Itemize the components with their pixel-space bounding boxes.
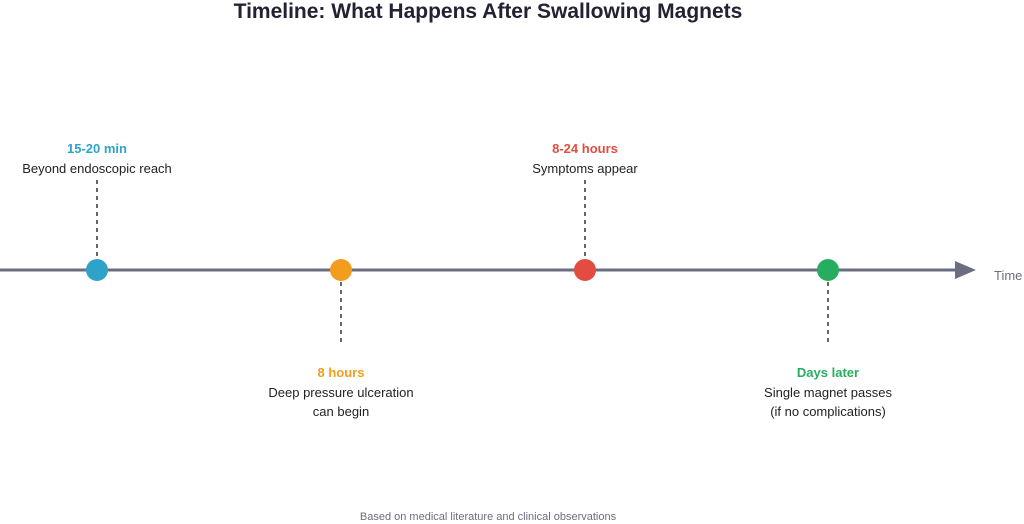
event-description: Symptoms appear	[532, 161, 638, 176]
event-time-label: Days later	[797, 365, 859, 380]
event-description: Single magnet passes	[764, 385, 892, 400]
event-description: can begin	[313, 404, 369, 419]
event-time-label: 8 hours	[318, 365, 365, 380]
event-description: (if no complications)	[770, 404, 886, 419]
event-marker	[574, 259, 596, 281]
event-marker	[330, 259, 352, 281]
event-time-label: 15-20 min	[67, 141, 127, 156]
event-marker	[817, 259, 839, 281]
diagram-title: Timeline: What Happens After Swallowing …	[234, 0, 743, 23]
axis-label: Time	[994, 268, 1022, 283]
event-marker	[86, 259, 108, 281]
timeline-arrowhead	[955, 261, 976, 279]
event-description: Beyond endoscopic reach	[22, 161, 172, 176]
event-description: Deep pressure ulceration	[268, 385, 413, 400]
footer-note: Based on medical literature and clinical…	[360, 511, 617, 523]
event-time-label: 8-24 hours	[552, 141, 618, 156]
